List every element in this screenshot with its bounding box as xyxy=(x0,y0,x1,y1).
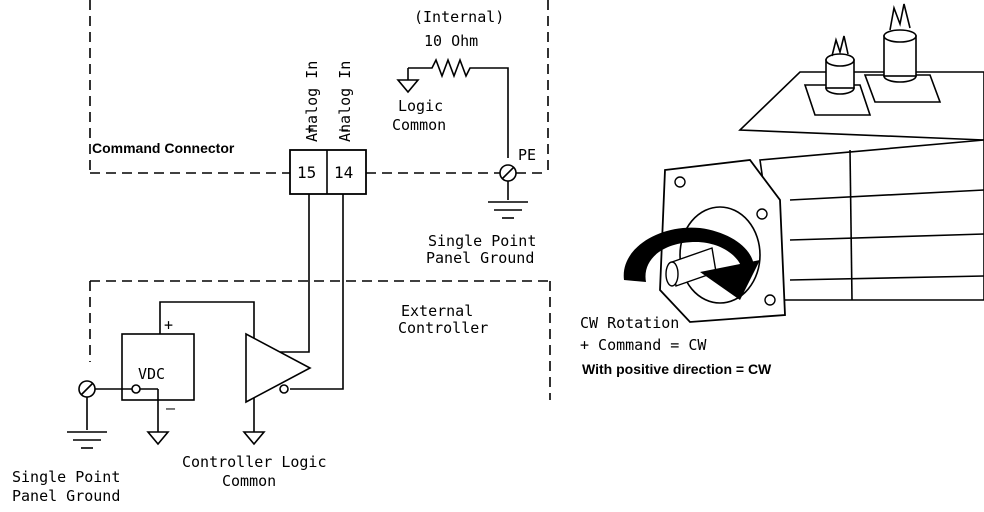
controller-label: Controller xyxy=(398,319,488,337)
logic-common-label: Common xyxy=(392,116,446,134)
analog-in-minus-sign: – xyxy=(339,120,349,138)
command-connector-box xyxy=(89,0,549,174)
single-point-right-label: Single Point xyxy=(428,232,536,250)
analog-in-plus-label: Analog In xyxy=(303,61,321,142)
external-controller-box xyxy=(89,280,551,400)
servo-motor-illustration xyxy=(623,3,984,323)
vdc-label: VDC xyxy=(138,365,165,383)
external-label: External xyxy=(401,302,473,320)
controller-logic-label: Controller Logic xyxy=(182,453,327,471)
resistor-symbol xyxy=(407,57,509,158)
controller-common-label: Common xyxy=(222,472,276,490)
panel-ground-left-icon xyxy=(67,431,107,449)
pe-terminal-icon xyxy=(499,164,517,200)
command-connector-label: Command Connector xyxy=(92,140,235,156)
op-amp-symbol xyxy=(245,332,312,404)
terminal-block: 15 14 xyxy=(289,149,367,195)
pe-label: PE xyxy=(518,146,536,164)
panel-ground-right-label: Panel Ground xyxy=(426,249,534,267)
wire-feedback xyxy=(159,301,255,338)
vdc-ground-icon xyxy=(146,431,170,446)
pin-15-label: 15 xyxy=(297,163,316,182)
vdc-minus-label: – xyxy=(166,399,176,417)
logic-label: Logic xyxy=(398,97,443,115)
internal-label: (Internal) xyxy=(414,8,504,26)
panel-ground-left-label: Panel Ground xyxy=(12,487,120,505)
analog-in-plus-sign: + xyxy=(305,120,314,138)
vdc-terminal-icon xyxy=(95,384,159,432)
vdc-plus-label: + xyxy=(164,316,173,334)
wire-pin14 xyxy=(290,194,344,390)
resistor-value-label: 10 Ohm xyxy=(424,32,478,50)
logic-common-ground-icon xyxy=(396,79,420,94)
left-pe-terminal-icon xyxy=(78,380,96,430)
pin-14-label: 14 xyxy=(334,163,353,182)
single-point-left-label: Single Point xyxy=(12,468,120,486)
analog-in-minus-label: Analog In xyxy=(336,61,354,142)
positive-direction-label: With positive direction = CW xyxy=(582,361,772,377)
cw-rotation-label: CW Rotation xyxy=(580,314,679,332)
panel-ground-right-icon xyxy=(488,201,528,219)
wire-pin15 xyxy=(280,194,310,353)
controller-logic-ground-icon xyxy=(242,431,266,446)
command-cw-label: + Command = CW xyxy=(580,336,707,354)
